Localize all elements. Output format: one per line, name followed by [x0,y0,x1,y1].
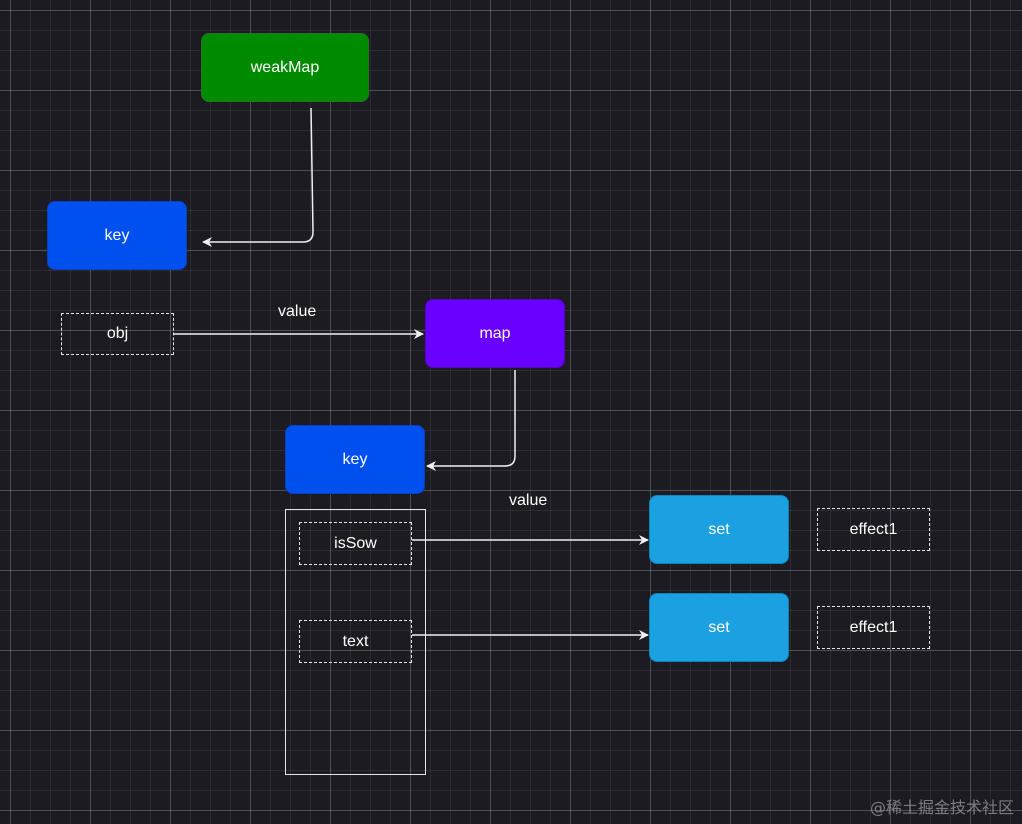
map-node[interactable]: map [425,299,565,368]
issow-node[interactable]: isSow [299,522,412,565]
key-label-bottom: key [342,450,368,468]
set-label-2: set [708,618,730,636]
key-node-bottom[interactable]: key [285,425,425,494]
key-container [285,509,426,775]
weakmap-label: weakMap [250,58,320,76]
set-node-1[interactable]: set [649,495,789,564]
set-label-1: set [708,520,730,538]
effect1-node-2[interactable]: effect1 [817,606,930,649]
edge-map-to-key [426,370,516,471]
weakmap-node[interactable]: weakMap [201,33,369,102]
effect1-node-1[interactable]: effect1 [817,508,930,551]
effect1-label-1: effect1 [849,520,898,538]
issow-label: isSow [334,534,377,552]
map-label: map [479,324,511,342]
key-node-top[interactable]: key [47,201,187,270]
text-label: text [342,632,369,650]
text-node[interactable]: text [299,620,412,663]
effect1-label-2: effect1 [849,618,898,636]
key-label-top: key [104,226,130,244]
edge-label-key-value: value [509,492,548,509]
obj-node[interactable]: obj [61,313,174,355]
set-node-2[interactable]: set [649,593,789,662]
edge-weakmap-to-key [202,107,314,247]
watermark-text: @稀土掘金技术社区 [869,798,1014,817]
obj-label: obj [106,325,129,342]
edge-label-obj-value: value [278,303,317,320]
